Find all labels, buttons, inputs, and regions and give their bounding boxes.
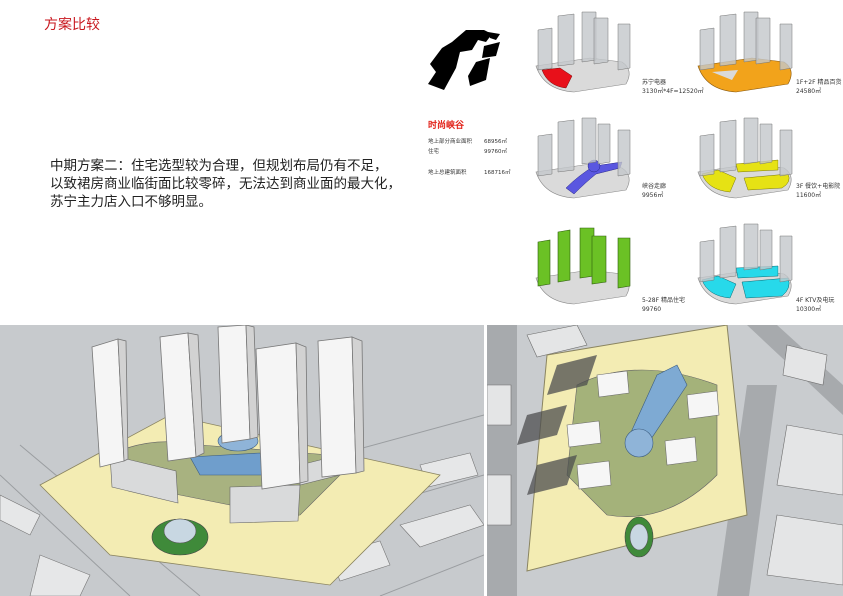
site-silhouette-icon: [426, 28, 502, 90]
diagram-caption: 4F KTV及电玩 10300㎡: [796, 296, 834, 314]
caption-line: 4F KTV及电玩: [796, 297, 835, 304]
scheme-description: 中期方案二：住宅选型较为合理，但规划布局仍有不足， 以致裙房商业临街面比较零碎，…: [50, 157, 401, 211]
caption-line: 苏宁电器: [642, 79, 667, 86]
massing-diagram-retail: [692, 10, 802, 96]
caption-line: 峡谷走廊: [642, 183, 667, 190]
info-row: 地上总建筑面积 168716㎡: [428, 168, 538, 176]
page-title: 方案比较: [44, 17, 100, 33]
description-line: 以致裙房商业临街面比较零碎，无法达到商业面的最大化，: [50, 176, 401, 192]
info-value: 99760㎡: [484, 149, 507, 155]
diagram-caption: 5-28F 精品住宅 99760: [642, 296, 685, 314]
info-title: 时尚峡谷: [428, 121, 465, 131]
caption-line: 10300㎡: [796, 306, 822, 313]
diagram-caption: 3F 餐饮+电影院 11600㎡: [796, 182, 840, 200]
caption-line: 3F 餐饮+电影院: [796, 183, 841, 190]
description-line: 苏宁主力店入口不够明显。: [50, 194, 212, 210]
info-label: 住宅: [428, 149, 440, 155]
diagram-caption: 苏宁电器 3130㎡*4F=12520㎡: [642, 78, 704, 96]
caption-line: 11600㎡: [796, 192, 822, 199]
info-label: 地上总建筑面积: [428, 170, 467, 176]
caption-line: 24580㎡: [796, 88, 822, 95]
info-value: 168716㎡: [484, 170, 511, 176]
perspective-render: [0, 325, 484, 596]
info-row: 住宅 99760㎡: [428, 147, 538, 155]
caption-line: 99760: [642, 306, 662, 313]
massing-diagram-residential: [530, 222, 640, 308]
caption-line: 5-28F 精品住宅: [642, 297, 685, 304]
massing-diagram-suning: [530, 10, 640, 96]
caption-line: 3130㎡*4F=12520㎡: [642, 88, 704, 95]
diagram-caption: 1F+2F 精品百货 24580㎡: [796, 78, 841, 96]
description-line: 中期方案二：住宅选型较为合理，但规划布局仍有不足，: [50, 158, 388, 174]
massing-diagram-ktv: [692, 222, 802, 308]
diagram-caption: 峡谷走廊 9956㎡: [642, 182, 666, 200]
massing-diagram-dining: [692, 116, 802, 202]
info-value: 68956㎡: [484, 139, 507, 145]
massing-diagram-canyon: [530, 116, 640, 202]
info-row: 地上部分商业面积 68956㎡: [428, 137, 538, 145]
info-label: 地上部分商业面积: [428, 139, 473, 145]
caption-line: 9956㎡: [642, 192, 664, 199]
caption-line: 1F+2F 精品百货: [796, 79, 842, 86]
plan-view-render: [487, 325, 843, 596]
